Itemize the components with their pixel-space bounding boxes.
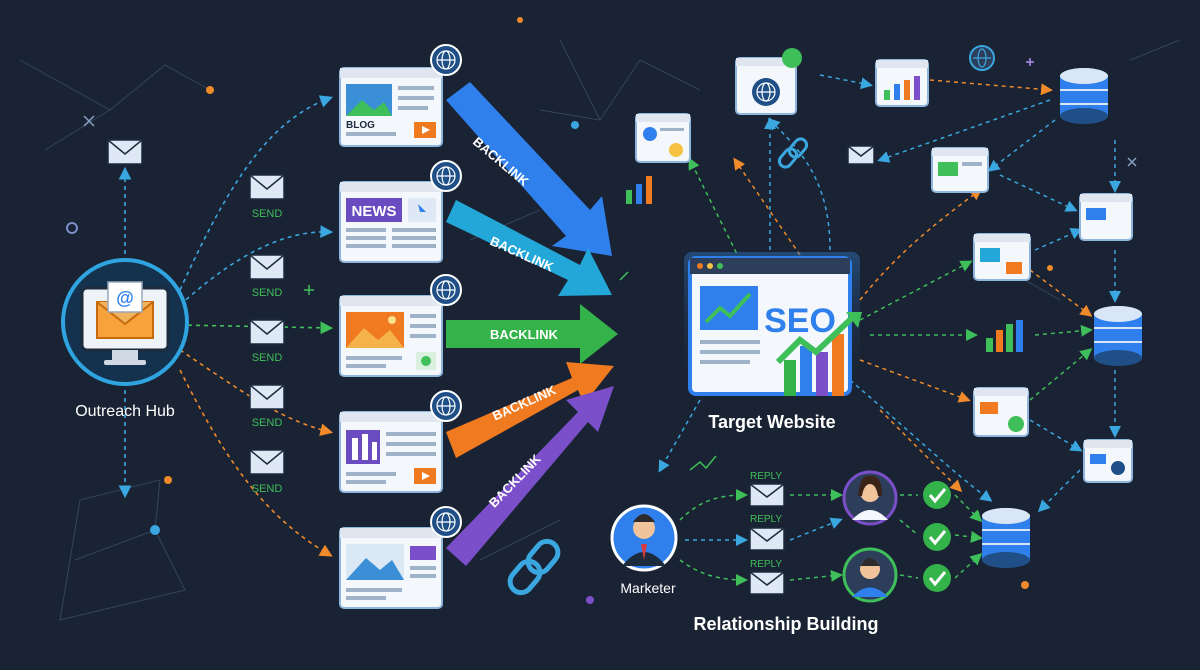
send-envelopes: SEND SEND SEND SEND SEND [249, 174, 285, 495]
seo-text: SEO [764, 302, 836, 340]
target-label: Target Website [708, 412, 835, 432]
check-icon-2 [923, 523, 951, 551]
bar-chart-node [626, 176, 652, 204]
page-node-f [1083, 439, 1133, 483]
news-tag: NEWS [352, 203, 397, 220]
check-icons [923, 481, 951, 592]
reply-envelope-1 [749, 483, 785, 507]
image-card[interactable] [339, 274, 462, 377]
backlink-arrow-3: BACKLINK [446, 304, 618, 364]
globe-icon [436, 166, 456, 186]
contact-avatar-woman[interactable] [842, 470, 898, 526]
marketer-label: Marketer [620, 580, 676, 596]
relationship-label: Relationship Building [694, 614, 879, 634]
globe-icon [436, 512, 456, 532]
background-dots [66, 17, 1053, 604]
globe-icon [756, 82, 776, 102]
send-envelope-2 [249, 254, 285, 280]
page-node-e [1079, 193, 1133, 241]
analytics-page-node [635, 113, 691, 163]
source-cards: BLOG NEWS [339, 44, 462, 609]
globe-icon [973, 48, 991, 68]
network-connectors [658, 74, 1121, 513]
chain-node-icon [777, 137, 809, 169]
send-envelope-4 [249, 384, 285, 410]
backlink-label-3: BACKLINK [490, 327, 558, 342]
email-at-icon: @ [96, 281, 154, 339]
envelope-node [847, 145, 875, 165]
network-nodes [626, 45, 1142, 568]
send-label-1: SEND [252, 208, 283, 220]
globe-icon [436, 396, 456, 416]
decorations [83, 58, 1137, 471]
landscape-card[interactable] [339, 506, 462, 609]
page-node-a [931, 147, 989, 193]
database-icon-1 [1060, 68, 1108, 124]
news-card[interactable]: NEWS [339, 160, 462, 263]
backlink-arrows: BACKLINK BACKLINK BACKLINK BACKLINK BACK… [446, 82, 618, 566]
chart-page-node-top [875, 59, 929, 107]
page-node-d [973, 387, 1029, 437]
outreach-hub[interactable]: @ Outreach Hub [61, 258, 189, 420]
reply-envelope-2 [749, 527, 785, 551]
globe-icon [436, 50, 456, 70]
svg-text:@: @ [116, 288, 134, 308]
reply-label-2: REPLY [750, 514, 782, 525]
send-envelope-5 [249, 449, 285, 475]
hub-label: Outreach Hub [75, 403, 175, 420]
hub-envelope-top [107, 139, 143, 165]
relationship-connectors [679, 489, 983, 586]
marketer[interactable]: Marketer [610, 504, 678, 596]
send-label-4: SEND [252, 417, 283, 429]
reply-label-3: REPLY [750, 559, 782, 570]
reply-envelope-3 [749, 571, 785, 595]
contact-avatar-man[interactable] [842, 547, 898, 603]
globe-page-node [735, 48, 802, 115]
send-label-2: SEND [252, 287, 283, 299]
growth-chart-icon [775, 312, 862, 396]
send-envelope-3 [249, 319, 285, 345]
send-label-3: SEND [252, 352, 283, 364]
database-icon-2 [1094, 306, 1142, 366]
page-node-b [973, 233, 1031, 281]
globe-icon [436, 280, 456, 300]
send-envelope-1 [249, 174, 285, 200]
blog-card[interactable]: BLOG [339, 44, 462, 147]
building-card[interactable] [339, 390, 462, 493]
globe-node-top [969, 45, 995, 71]
check-icon-3 [923, 564, 951, 592]
chain-link-icon [507, 538, 561, 596]
target-website[interactable]: SEO Target Website [684, 252, 862, 432]
reply-label-1: REPLY [750, 471, 782, 482]
database-icon-3 [982, 508, 1030, 568]
chart-node-c [986, 320, 1023, 352]
send-label-5: SEND [252, 483, 283, 495]
check-icon-1 [923, 481, 951, 509]
blog-tag: BLOG [346, 120, 375, 131]
reply-envelopes: REPLY REPLY REPLY [749, 471, 785, 595]
